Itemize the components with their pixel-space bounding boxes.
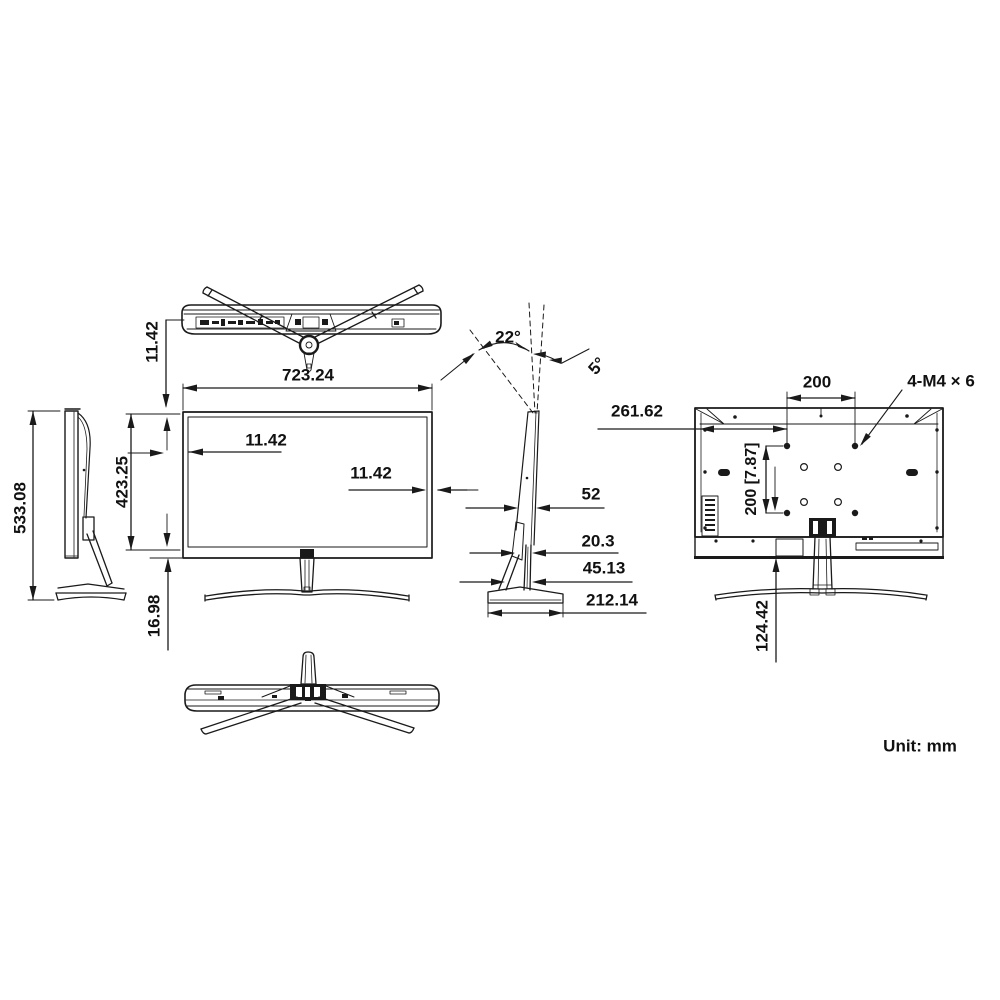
dim-top-bezel: [162, 319, 185, 408]
top-vent: [391, 318, 405, 328]
label-plate: [775, 538, 804, 557]
dim-label-vesa-bottom: 124.42: [752, 600, 772, 652]
dim-label-vesa-offset: 261.62: [611, 401, 663, 421]
bottom-view: [184, 651, 440, 735]
stand-hinge-hub: [298, 334, 320, 356]
dim-thickness: [454, 489, 605, 512]
rear-view: [694, 407, 944, 601]
dim-vesa-horizontal: [786, 391, 856, 444]
dim-vesa-bottom-offset: [771, 466, 780, 663]
dim-hinge-depth: [459, 578, 633, 586]
handle-slot-left: [718, 469, 730, 476]
front-stand: [204, 557, 410, 602]
screw-spec-leader: [860, 389, 903, 446]
dim-total-height: [27, 410, 61, 601]
dim-vesa-edge-offset: [597, 425, 788, 443]
connector-recess: [855, 542, 939, 551]
unit-label: Unit: mm: [883, 736, 957, 756]
stand-mount-plate: [285, 313, 337, 332]
dim-bottom-bezel: [163, 513, 171, 547]
dim-label-total-height: 533.08: [10, 482, 30, 534]
handle-slot-right: [906, 469, 918, 476]
dim-bottom-chin: [149, 557, 183, 651]
tilt-forward-axis: [536, 304, 545, 414]
dim-label-width: 723.24: [282, 365, 334, 385]
port-marks: [200, 319, 280, 326]
vent-grille: [701, 495, 719, 537]
dim-label-hinge-depth: 45.13: [582, 558, 626, 578]
dim-base-depth: [487, 593, 647, 618]
inner-holes: [799, 463, 842, 507]
angle-label-back: 22°: [495, 327, 521, 347]
dim-left-bezel: [127, 417, 282, 457]
dim-label-thickness: 52: [581, 484, 601, 504]
dim-width: [182, 383, 433, 411]
bottom-stand-legs: [200, 696, 415, 735]
side-view-tilt: [440, 302, 590, 604]
dim-label-top-bezel: 11.42: [142, 321, 162, 363]
screw-spec-label: 4-M4 × 6: [907, 371, 975, 391]
front-view: [182, 411, 433, 602]
dim-label-bottom-chin: 16.98: [144, 594, 164, 638]
stand-legs-top: [202, 284, 424, 344]
dim-vesa-vertical: [762, 445, 784, 514]
dim-label-vesa-v: 200 [7.87]: [743, 442, 760, 516]
rear-stand: [714, 518, 928, 601]
dim-right-bezel: [348, 486, 468, 494]
dim-neck-depth: [469, 549, 619, 557]
dim-label-neck-depth: 20.3: [581, 531, 615, 551]
stand-notch: [300, 549, 314, 558]
top-view: [181, 284, 442, 372]
vesa-mount-holes: [783, 442, 859, 517]
dim-panel-height: [125, 413, 181, 551]
dim-label-left-bezel: 11.42: [245, 430, 287, 450]
dim-label-vesa-h: 200: [802, 372, 832, 392]
dim-label-panel-height: 423.25: [112, 456, 132, 508]
dim-label-right-bezel: 11.42: [350, 463, 392, 483]
dim-label-base-depth: 212.14: [586, 590, 638, 610]
bottom-stand-neck: [300, 651, 317, 685]
vertical-axis: [528, 302, 536, 414]
side-view-left: [55, 408, 127, 601]
port-strip: [195, 316, 285, 329]
